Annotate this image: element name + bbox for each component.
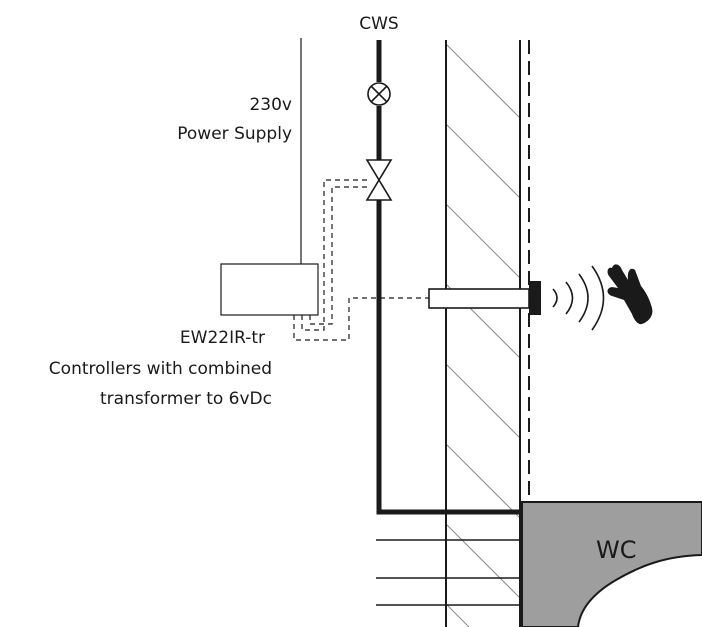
isolating-valve-icon	[367, 82, 391, 106]
waste-pipe-lines	[376, 539, 520, 606]
wall	[445, 40, 530, 627]
cws-label: CWS	[359, 14, 398, 34]
voltage-label: 230v	[249, 95, 292, 115]
solenoid-valve-icon	[365, 159, 393, 201]
controller-box	[220, 263, 319, 316]
hand-icon	[607, 264, 653, 325]
controller-desc-line-1: Controllers with combined	[49, 359, 272, 379]
power-supply-label: Power Supply	[177, 124, 292, 144]
sensor-waves-icon	[552, 265, 605, 331]
cws-pipe	[376, 40, 522, 515]
wc-pan: WC	[521, 501, 702, 627]
controller-desc-line-2: transformer to 6vDc	[100, 389, 272, 409]
controller-model-label: EW22IR-tr	[180, 328, 265, 348]
wc-label: WC	[596, 536, 637, 564]
ir-sensor-icon	[428, 281, 541, 315]
control-wiring	[293, 179, 429, 341]
